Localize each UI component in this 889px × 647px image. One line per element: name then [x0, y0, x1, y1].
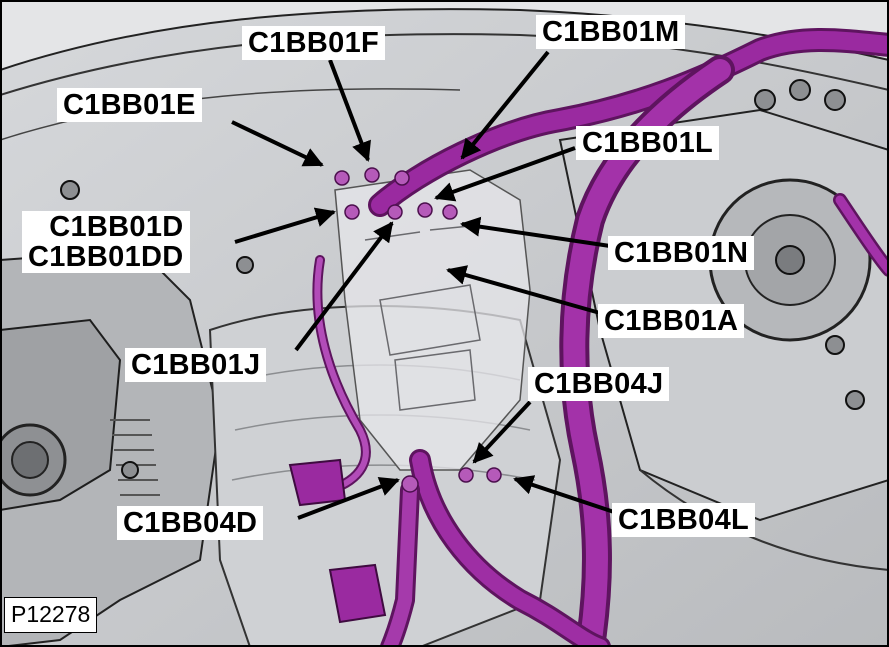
arrow-c1bb04j: [472, 400, 532, 464]
label-c1bb01f: C1BB01F: [242, 26, 386, 60]
bolt-left-2: [121, 461, 139, 479]
left-hub-inner: [11, 441, 49, 479]
junction-box: [334, 169, 531, 471]
bolt-top-1: [789, 79, 811, 101]
arrow-c1bb01m: [460, 50, 550, 160]
label-c1bb01e: C1BB01E: [57, 88, 202, 122]
bolt-lower-right: [845, 390, 865, 410]
arrow-c1bb01n: [460, 216, 611, 248]
label-c1bb01d-dd: C1BB01D C1BB01DD: [22, 211, 190, 273]
plug-connector-left: [288, 458, 347, 507]
bolt-top-3: [754, 89, 776, 111]
arrow-c1bb01j: [294, 221, 394, 352]
label-c1bb01a: C1BB01A: [598, 304, 745, 338]
arrow-c1bb01l: [434, 146, 576, 202]
plug-connector-bottom: [328, 563, 387, 624]
bolt-left-3: [236, 256, 254, 274]
arrow-c1bb04l: [513, 475, 615, 514]
strut-bolt: [775, 245, 805, 275]
label-c1bb01d: C1BB01D: [49, 211, 184, 243]
arrow-c1bb01e: [231, 120, 324, 167]
label-c1bb04j: C1BB04J: [528, 367, 670, 401]
label-c1bb04l: C1BB04L: [612, 503, 756, 537]
arrow-c1bb01d: [234, 207, 336, 244]
arrow-c1bb01a: [446, 265, 601, 315]
figure-id: P12278: [4, 597, 98, 633]
label-c1bb01m: C1BB01M: [536, 15, 686, 49]
label-c1bb04d: C1BB04D: [117, 506, 264, 540]
hood-edge-inner: [0, 88, 461, 141]
label-c1bb01n: C1BB01N: [608, 236, 755, 270]
label-c1bb01j: C1BB01J: [125, 348, 267, 382]
arrow-c1bb04d: [297, 477, 400, 520]
junction-box-details: [364, 224, 481, 411]
leader-arrows: [231, 50, 615, 520]
ring-terminals: [334, 167, 502, 493]
bolt-right: [825, 335, 845, 355]
bolt-left-1: [60, 180, 80, 200]
label-c1bb01dd: C1BB01DD: [28, 241, 184, 273]
hood-edge: [0, 33, 889, 96]
bolt-top-2: [824, 89, 846, 111]
arrow-c1bb01f: [328, 59, 371, 162]
label-c1bb01l: C1BB01L: [576, 126, 720, 160]
